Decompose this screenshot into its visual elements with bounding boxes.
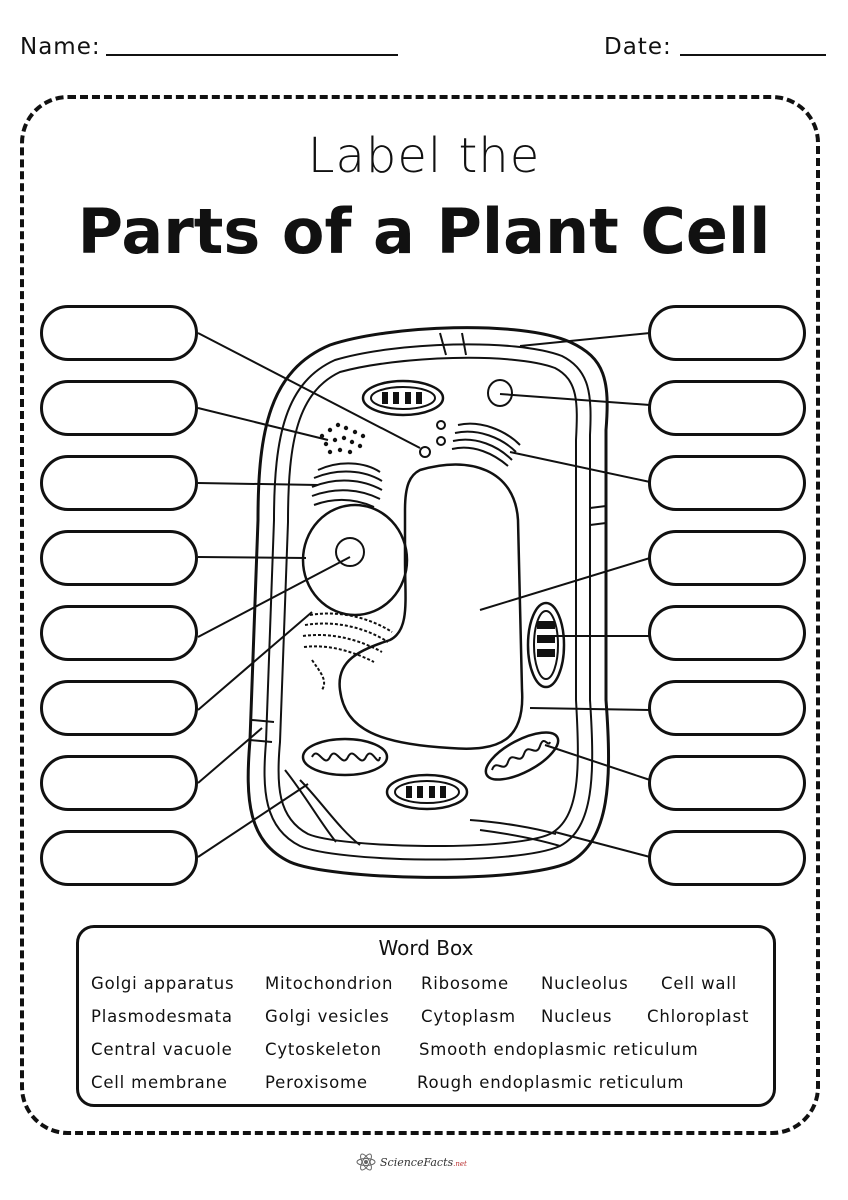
word-plasmodesmata: Plasmodesmata — [91, 1007, 233, 1026]
label-box-right-8[interactable] — [648, 830, 806, 886]
word-nucleus: Nucleus — [541, 1007, 613, 1026]
label-box-right-3[interactable] — [648, 455, 806, 511]
golgi-vesicle — [436, 436, 446, 446]
word-box-title: Word Box — [378, 936, 474, 960]
plasmodesmata-top — [439, 332, 447, 356]
chloroplast-bottom — [385, 773, 469, 811]
word-cytoplasm: Cytoplasm — [421, 1007, 516, 1026]
label-box-left-8[interactable] — [40, 830, 198, 886]
date-blank-line[interactable] — [680, 54, 826, 56]
label-box-left-1[interactable] — [40, 305, 198, 361]
cytoskeleton — [284, 769, 561, 847]
plasmodesmata-left — [251, 719, 275, 723]
footer-brand-suffix: .net — [453, 1160, 467, 1168]
plasmodesmata-right-2 — [589, 522, 607, 526]
word-mitochondrion: Mitochondrion — [265, 974, 394, 993]
word-smooth-er: Smooth endoplasmic reticulum — [419, 1040, 699, 1059]
cell-membrane — [277, 356, 579, 847]
label-box-right-6[interactable] — [648, 680, 806, 736]
page-title: Parts of a Plant Cell — [77, 195, 771, 268]
name-label: Name: — [20, 34, 101, 60]
label-box-left-4[interactable] — [40, 530, 198, 586]
peroxisome — [419, 446, 431, 458]
word-cell-wall: Cell wall — [661, 974, 738, 993]
chloroplast-grana — [537, 621, 555, 657]
label-box-right-5[interactable] — [648, 605, 806, 661]
smooth-er — [311, 462, 383, 508]
date-label: Date: — [604, 34, 672, 60]
word-golgi-vesicles: Golgi vesicles — [265, 1007, 390, 1026]
chloroplast — [526, 601, 566, 689]
nucleus — [301, 503, 409, 617]
label-box-right-4[interactable] — [648, 530, 806, 586]
word-box: Word Box Golgi apparatus Mitochondrion R… — [76, 925, 776, 1107]
plasmodesmata-left-2 — [249, 739, 273, 743]
word-nucleolus: Nucleolus — [541, 974, 629, 993]
label-box-left-2[interactable] — [40, 380, 198, 436]
word-rough-er: Rough endoplasmic reticulum — [417, 1073, 685, 1092]
label-box-right-1[interactable] — [648, 305, 806, 361]
dashed-worksheet-frame — [20, 95, 820, 1135]
chloroplast-top — [361, 379, 445, 417]
name-blank-line[interactable] — [106, 54, 398, 56]
label-box-left-6[interactable] — [40, 680, 198, 736]
vesicle — [487, 379, 513, 407]
plasmodesmata-right — [589, 505, 607, 509]
ribosomes — [319, 422, 366, 455]
nucleolus — [335, 537, 365, 567]
footer-brand-name: ScienceFacts — [380, 1156, 454, 1169]
word-cytoskeleton: Cytoskeleton — [265, 1040, 382, 1059]
golgi-vesicle — [436, 420, 446, 430]
label-box-left-5[interactable] — [40, 605, 198, 661]
title-label-the: Label the — [307, 128, 541, 184]
mitochondrion-right — [484, 731, 560, 781]
footer-brand: ScienceFacts.net — [356, 1153, 467, 1171]
mitochondrion-left — [301, 737, 389, 777]
label-box-right-7[interactable] — [648, 755, 806, 811]
rough-er — [302, 612, 393, 691]
label-box-left-3[interactable] — [40, 455, 198, 511]
word-chloroplast: Chloroplast — [647, 1007, 750, 1026]
word-cell-membrane: Cell membrane — [91, 1073, 228, 1092]
word-peroxisome: Peroxisome — [265, 1073, 368, 1092]
plasmodesmata-top-2 — [461, 332, 467, 356]
cell-wall-inner — [263, 343, 594, 861]
word-ribosome: Ribosome — [421, 974, 509, 993]
word-central-vacuole: Central vacuole — [91, 1040, 233, 1059]
label-box-left-7[interactable] — [40, 755, 198, 811]
label-box-right-2[interactable] — [648, 380, 806, 436]
atom-icon — [356, 1153, 376, 1171]
word-golgi-apparatus: Golgi apparatus — [91, 974, 235, 993]
golgi-apparatus — [451, 422, 521, 467]
